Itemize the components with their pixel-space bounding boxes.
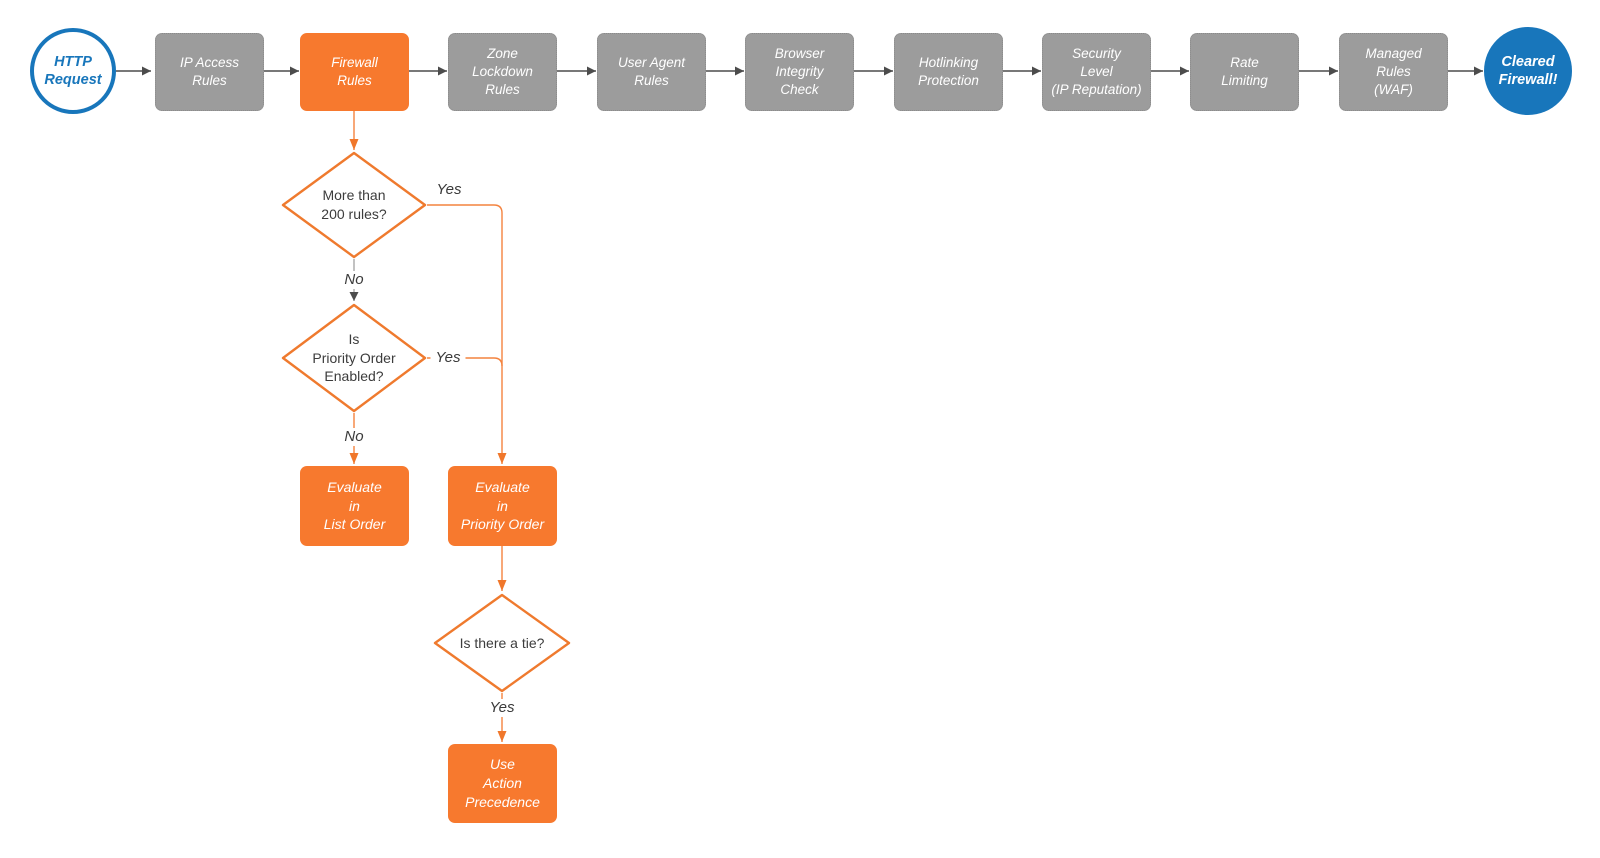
zone-lockdown-rules-label: Zone Lockdown Rules [472,46,533,97]
evaluate-priority-order-label: Evaluate in Priority Order [460,478,545,533]
decision-priority-order-label: Is Priority Order Enabled? [312,330,396,385]
node-zone-lockdown-rules: Zone Lockdown Rules [448,33,557,111]
hotlinking-protection-label: Hotlinking Protection [918,55,979,88]
http-request-label: HTTP Request [44,53,102,88]
diamond-shape [433,593,571,693]
node-decision-tie: Is there a tie? [433,593,571,693]
node-decision-priority-order: Is Priority Order Enabled? [281,303,427,413]
edge-label-priority-order-no: No [339,428,369,446]
use-action-precedence-label: Use Action Precedence [465,756,540,810]
managed-rules-waf-label: Managed Rules (WAF) [1365,46,1422,97]
edge-label-tie-yes: Yes [484,699,520,717]
security-level-label: Security Level (IP Reputation) [1051,46,1142,97]
node-evaluate-list-order: Evaluate in List Order [300,466,409,546]
node-cleared-firewall: Cleared Firewall! [1484,27,1572,115]
node-security-level: Security Level (IP Reputation) [1042,33,1151,111]
edge-rule-count-yes [427,204,507,464]
edge-label-rule-count-yes: Yes [431,181,467,199]
node-rate-limiting: Rate Limiting [1190,33,1299,111]
node-http-request: HTTP Request [30,28,116,114]
node-browser-integrity-check: Browser Integrity Check [745,33,854,111]
node-ip-access-rules: IP Access Rules [155,33,264,111]
decision-tie-label: Is there a tie? [459,634,545,651]
node-evaluate-priority-order: Evaluate in Priority Order [448,466,557,546]
browser-integrity-check-label: Browser Integrity Check [774,46,825,97]
firewall-rules-label: Firewall Rules [331,55,378,88]
decision-rule-count-label: More than 200 rules? [321,187,387,222]
evaluate-list-order-label: Evaluate in List Order [323,478,386,533]
node-use-action-precedence: Use Action Precedence [448,744,557,823]
edge-label-priority-order-yes: Yes [430,349,466,367]
rate-limiting-label: Rate Limiting [1221,55,1268,88]
node-user-agent-rules: User Agent Rules [597,33,706,111]
edge-priority-order-yes [427,357,503,367]
diamond-shape [281,151,427,259]
node-decision-rule-count: More than 200 rules? [281,151,427,259]
ip-access-rules-label: IP Access Rules [179,55,240,88]
node-firewall-rules: Firewall Rules [300,33,409,111]
edge-label-rule-count-no: No [339,271,369,289]
node-hotlinking-protection: Hotlinking Protection [894,33,1003,111]
user-agent-rules-label: User Agent Rules [617,55,686,88]
diamond-shape [281,303,427,413]
cleared-firewall-label: Cleared Firewall! [1498,53,1558,88]
node-managed-rules-waf: Managed Rules (WAF) [1339,33,1448,111]
